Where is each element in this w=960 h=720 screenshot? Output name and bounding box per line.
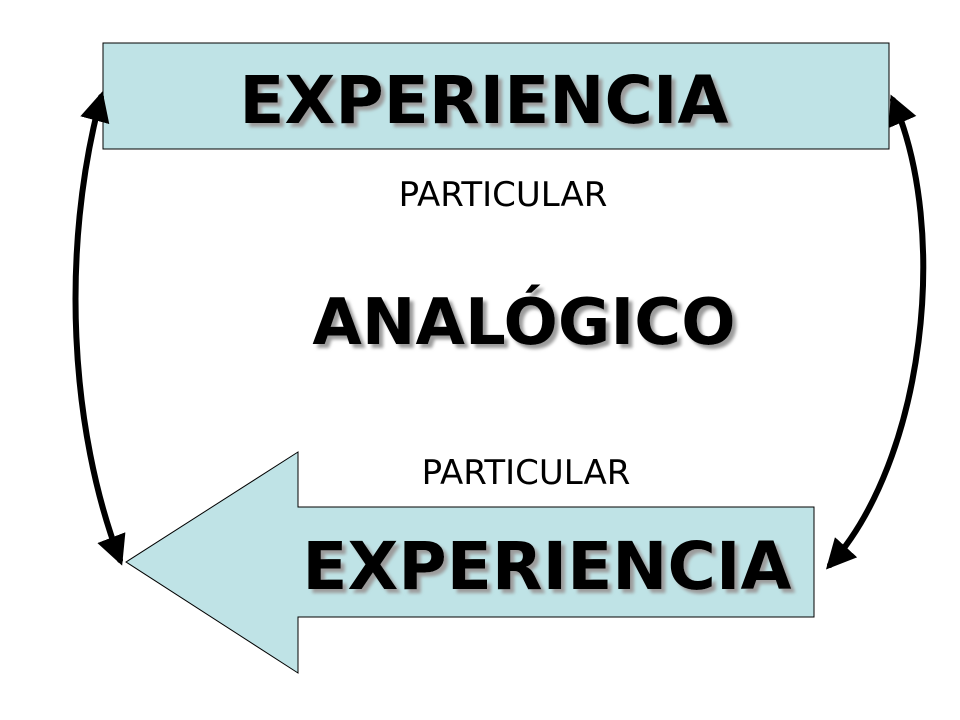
center-analogico-label: ANALÓGICO [312, 284, 735, 360]
bottom-particular-caption: PARTICULAR [422, 453, 631, 493]
bottom-experience-arrow [125, 451, 815, 674]
top-experience-box [102, 42, 890, 150]
top-particular-caption: PARTICULAR [399, 175, 608, 215]
top-experience-label: EXPERIENCIA [239, 62, 728, 139]
bottom-experience-label: EXPERIENCIA [302, 528, 791, 605]
left-curved-double-arrow [72, 91, 126, 566]
right-curved-double-arrow [825, 94, 927, 570]
